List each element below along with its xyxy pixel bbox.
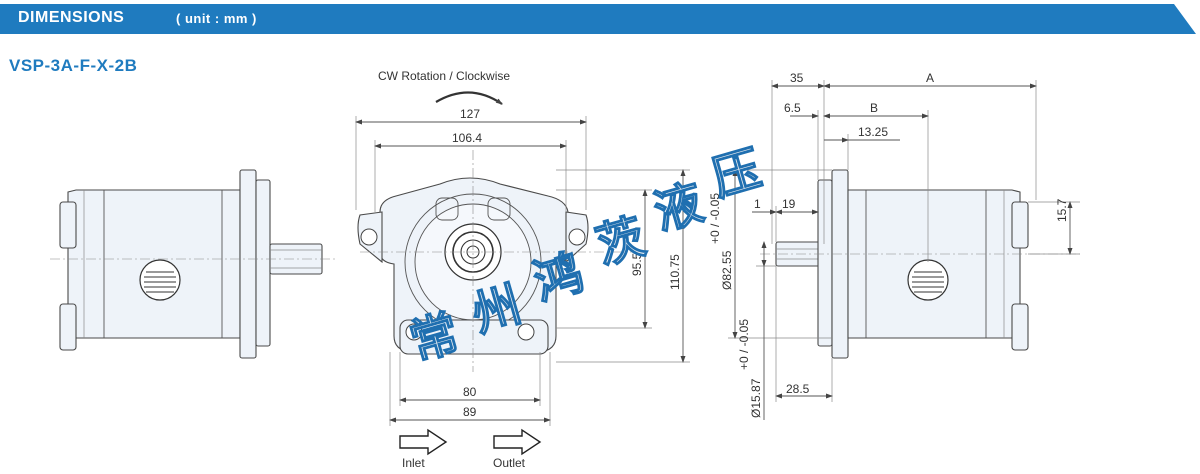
dim-106-4: 106.4 [452, 131, 482, 145]
rotation-label: CW Rotation / Clockwise [378, 69, 510, 83]
outlet-arrow-icon [493, 428, 542, 456]
dim-35: 35 [790, 71, 804, 85]
watermark-char: 液 [648, 174, 710, 241]
header-bar: DIMENSIONS ( unit : mm ) [0, 4, 1196, 34]
dim-1: 1 [754, 197, 761, 211]
tol-82-55: +0 / -0.05 [708, 193, 722, 244]
left-port-icon [139, 259, 181, 301]
dim-13-25: 13.25 [858, 125, 888, 139]
dim-6-5: 6.5 [784, 101, 801, 115]
header-unit: ( unit : mm ) [176, 11, 257, 26]
dim-95-5: 95.5 [630, 252, 644, 276]
header-title: DIMENSIONS [18, 9, 125, 26]
tol-15-87: +0 / -0.05 [737, 319, 751, 370]
dim-a: A [926, 71, 934, 85]
dim-127: 127 [460, 107, 480, 121]
inlet-arrow-icon [399, 428, 448, 456]
rotation-arrow-icon [435, 91, 503, 105]
side-dimensions [728, 80, 1080, 420]
dim-110-75: 110.75 [668, 254, 682, 290]
inlet-label: Inlet [402, 456, 425, 470]
dim-15-7: 15.7 [1055, 198, 1069, 222]
left-side-view [50, 169, 335, 359]
dim-89: 89 [463, 405, 477, 419]
outlet-label: Outlet [493, 456, 526, 470]
right-side-view [760, 169, 1080, 359]
front-view [357, 150, 640, 372]
dim-80: 80 [463, 385, 477, 399]
dim-28-5: 28.5 [786, 382, 810, 396]
dim-diam-15-87: Ø15.87 [749, 378, 763, 418]
front-dimensions [355, 116, 690, 426]
model-number: VSP-3A-F-X-2B [9, 56, 138, 75]
dim-19: 19 [782, 197, 796, 211]
dim-b: B [870, 101, 878, 115]
right-port-icon [907, 259, 949, 301]
dim-diam-82-55: Ø82.55 [720, 250, 734, 290]
